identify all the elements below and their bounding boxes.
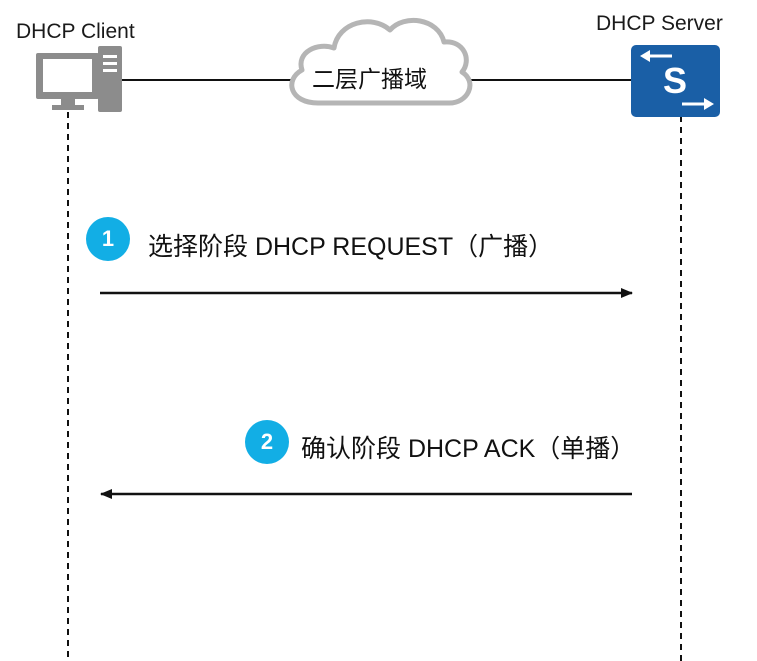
client-label: DHCP Client xyxy=(16,20,135,43)
network-label: 二层广播域 xyxy=(312,66,427,92)
switch-icon xyxy=(631,45,720,117)
cloud-icon xyxy=(289,18,473,106)
step-2-badge: 2 xyxy=(245,420,289,464)
step-1-text: 选择阶段 DHCP REQUEST（广播） xyxy=(148,233,554,261)
step-2-text: 确认阶段 DHCP ACK（单播） xyxy=(301,435,636,463)
switch-icon-letter: S xyxy=(663,60,688,101)
step-1-badge: 1 xyxy=(86,217,130,261)
desktop-computer-icon xyxy=(36,46,122,112)
server-label: DHCP Server xyxy=(596,12,723,35)
